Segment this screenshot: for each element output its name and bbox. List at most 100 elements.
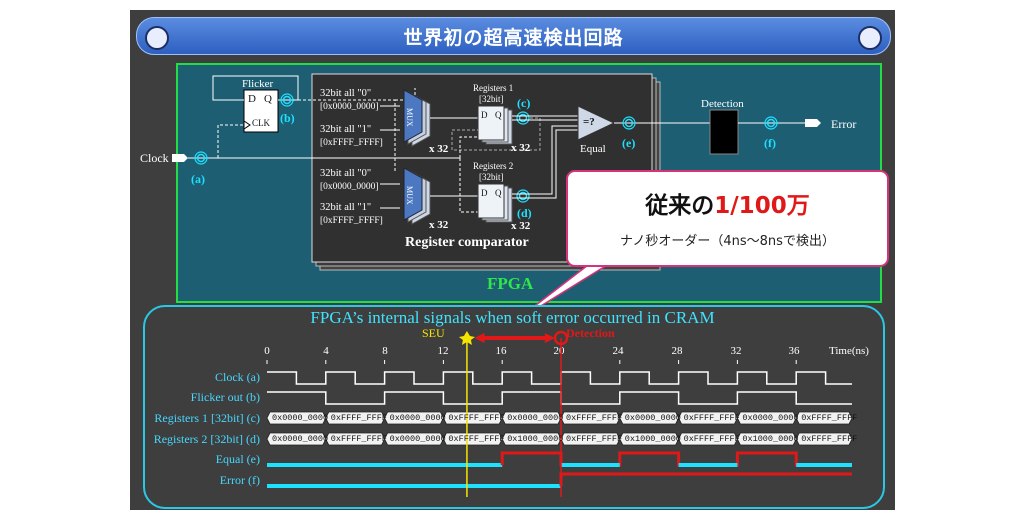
callout-value: 1/100万 bbox=[714, 193, 810, 219]
ff-d-label: D bbox=[248, 93, 256, 105]
mux2-in1-label: 32bit all "1" bbox=[320, 202, 372, 213]
reg2-value: 0xFFFF_FFFF bbox=[801, 434, 858, 444]
reg1-q: Q bbox=[495, 110, 502, 120]
reg2-value: 0x1000_0000 bbox=[507, 434, 564, 444]
error-trace-asserted bbox=[559, 472, 852, 486]
detection-circle-icon bbox=[553, 330, 569, 346]
detection-label: Detection bbox=[701, 98, 744, 110]
circle-right-icon bbox=[858, 26, 882, 50]
callout-main: 従来の1/100万 bbox=[568, 186, 887, 220]
mux2-in0-label: 32bit all "0" bbox=[320, 168, 372, 179]
tick-label: 12 bbox=[437, 345, 449, 357]
tick-label: 28 bbox=[671, 345, 683, 357]
reg1-d: D bbox=[481, 110, 488, 120]
reg2-bus-segment bbox=[795, 432, 853, 446]
reg1-x32: x 32 bbox=[511, 142, 531, 154]
reg2-value: 0xFFFF_FFFF bbox=[566, 434, 623, 444]
detection-marker-label: Detection bbox=[566, 326, 615, 340]
circle-left-icon bbox=[145, 26, 169, 50]
point-f: (f) bbox=[764, 136, 776, 150]
mux2-x32: x 32 bbox=[429, 219, 449, 231]
clock-label: Clock bbox=[140, 151, 169, 165]
signal-label-flicker: Flicker out (b) bbox=[190, 390, 260, 404]
reg2-bus-segment bbox=[384, 432, 444, 446]
flicker-trace bbox=[267, 391, 852, 405]
tick-label: 36 bbox=[788, 345, 800, 357]
reg2-bits: [32bit] bbox=[479, 172, 504, 182]
signal-label-equal: Equal (e) bbox=[215, 452, 260, 466]
reg2-value: 0x0000_0000 bbox=[389, 434, 446, 444]
reg1-value: 0xFFFF_FFFF bbox=[330, 413, 387, 423]
signal-label-reg1: Registers 1 [32bit] (c) bbox=[154, 411, 260, 425]
signal-label-reg2: Registers 2 [32bit] (d) bbox=[153, 432, 260, 446]
point-d: (d) bbox=[517, 206, 532, 220]
reg1-value: 0xFFFF_FFFF bbox=[683, 413, 740, 423]
reg1-bus-segment bbox=[442, 411, 503, 425]
reg2-bus-segment bbox=[442, 432, 503, 446]
reg1-value: 0x0000_0000 bbox=[624, 413, 681, 423]
reg1-bits: [32bit] bbox=[479, 94, 504, 104]
reg1-value: 0x0000_0000 bbox=[272, 413, 329, 423]
reg1-value: 0xFFFF_FFFF bbox=[448, 413, 505, 423]
seu-label: SEU bbox=[422, 326, 445, 340]
reg1-bus-segment bbox=[736, 411, 797, 425]
reg2-q: Q bbox=[495, 188, 502, 198]
reg1-value: 0xFFFF_FFFF bbox=[566, 413, 623, 423]
reg1-bus-segment bbox=[678, 411, 738, 425]
reg2-bus-segment bbox=[619, 432, 680, 446]
reg1-bus-segment bbox=[619, 411, 680, 425]
mux2-in0-value: [0x0000_0000] bbox=[320, 182, 379, 192]
waveform-title: FPGA’s internal signals when soft error … bbox=[310, 308, 715, 327]
title-bar: 世界初の超高速検出回路 bbox=[136, 17, 891, 55]
reg1-bus-segment bbox=[325, 411, 386, 425]
reg2-value: 0xFFFF_FFFF bbox=[683, 434, 740, 444]
reg2-value: 0xFFFF_FFFF bbox=[330, 434, 387, 444]
signal-label-clock: Clock (a) bbox=[215, 370, 260, 384]
time-axis-label: Time(ns) bbox=[829, 345, 869, 357]
reg2-value: 0x1000_0000 bbox=[624, 434, 681, 444]
callout-box: 従来の1/100万 ナノ秒オーダー（4ns〜8nsで検出） bbox=[566, 170, 889, 267]
seu-star-icon bbox=[458, 331, 475, 345]
reg2-x32: x 32 bbox=[511, 220, 531, 232]
tick-label: 32 bbox=[730, 345, 742, 357]
page-title: 世界初の超高速検出回路 bbox=[403, 27, 624, 49]
reg2-bus-segment bbox=[325, 432, 386, 446]
reg2-value: 0x1000_0000 bbox=[742, 434, 799, 444]
error-label: Error bbox=[831, 117, 857, 131]
point-e: (e) bbox=[622, 136, 636, 150]
reg2-value: 0xFFFF_FFFF bbox=[448, 434, 505, 444]
reg1-bus-segment bbox=[501, 411, 562, 425]
mux1-in1-value: [0xFFFF_FFFF] bbox=[320, 138, 383, 148]
point-b: (b) bbox=[280, 111, 295, 125]
reg1-value: 0x0000_0000 bbox=[507, 413, 564, 423]
mux1-x32: x 32 bbox=[429, 143, 449, 155]
reg2-bus-segment bbox=[736, 432, 797, 446]
reg1-value: 0xFFFF_FFFF bbox=[801, 413, 858, 423]
callout-sub: ナノ秒オーダー（4ns〜8nsで検出） bbox=[620, 234, 835, 249]
tick-label: 20 bbox=[553, 345, 565, 357]
reg2-bus-segment bbox=[266, 432, 327, 446]
reg1-title: Registers 1 bbox=[473, 83, 514, 93]
reg2-bus-segment bbox=[501, 432, 562, 446]
flicker-label: Flicker bbox=[242, 78, 274, 90]
tick-label: 16 bbox=[495, 345, 507, 357]
tick-label: 0 bbox=[264, 345, 270, 357]
tick-label: 8 bbox=[382, 345, 388, 357]
equal-label: Equal bbox=[580, 143, 606, 155]
reg2-title: Registers 2 bbox=[473, 161, 514, 171]
reg1-bus-segment bbox=[795, 411, 853, 425]
reg1-value: 0x0000_0000 bbox=[742, 413, 799, 423]
tick-label: 4 bbox=[323, 345, 329, 357]
mux2-label: MUX bbox=[405, 186, 414, 205]
arrow-left-icon bbox=[474, 333, 485, 343]
reg2-bus-segment bbox=[678, 432, 738, 446]
reg1-bus-segment bbox=[384, 411, 444, 425]
signal-label-error: Error (f) bbox=[219, 473, 260, 487]
ff-q-label: Q bbox=[264, 93, 272, 105]
mux1-in0-label: 32bit all "0" bbox=[320, 88, 372, 99]
mux2-in1-value: [0xFFFF_FFFF] bbox=[320, 216, 383, 226]
point-a: (a) bbox=[191, 172, 205, 186]
register-comparator-label: Register comparator bbox=[405, 235, 529, 250]
point-c: (c) bbox=[517, 96, 531, 110]
